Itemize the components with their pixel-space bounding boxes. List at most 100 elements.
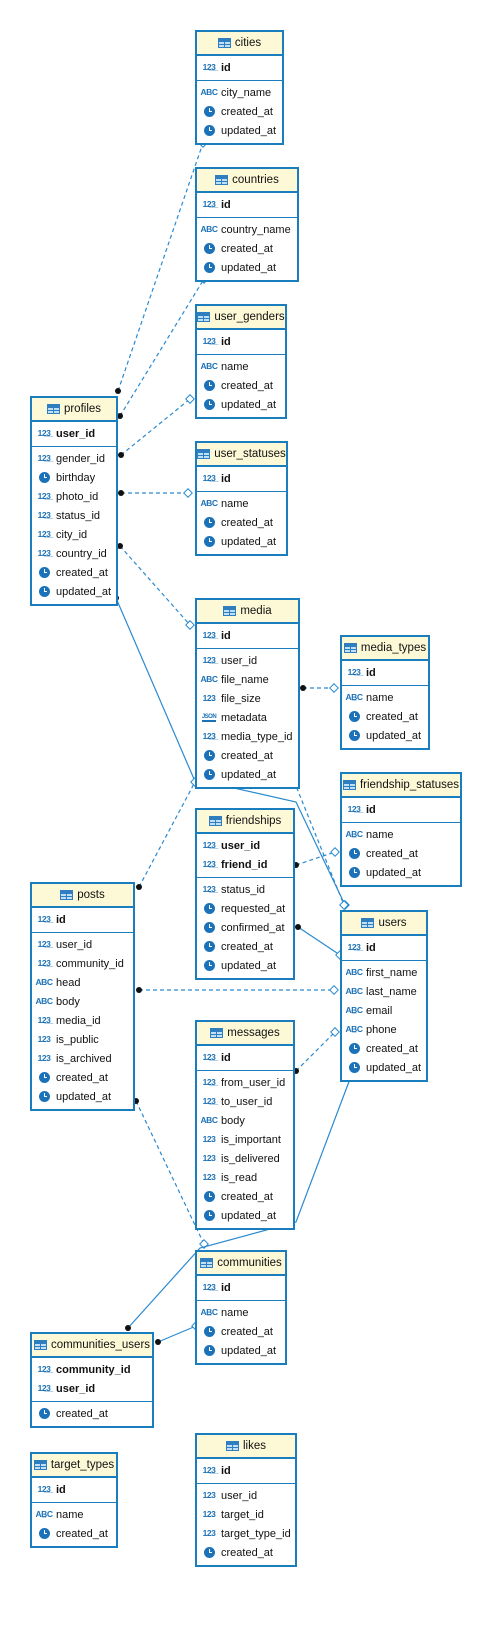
column-row[interactable]: confirmed_at xyxy=(197,918,293,937)
column-row[interactable]: 12̲3̲photo_id xyxy=(32,487,116,506)
column-row[interactable]: updated_at xyxy=(197,956,293,975)
column-row[interactable]: created_at xyxy=(197,1187,293,1206)
column-row[interactable]: updated_at xyxy=(197,258,297,277)
column-row[interactable]: 12̲3̲from_user_id xyxy=(197,1073,293,1092)
column-row[interactable]: updated_at xyxy=(32,582,116,601)
relation-line-profiles-to-cities[interactable] xyxy=(117,142,204,392)
column-row[interactable]: 12̲3̲gender_id xyxy=(32,449,116,468)
relation-line-profiles-to-countries[interactable] xyxy=(119,278,205,417)
column-row[interactable]: updated_at xyxy=(197,1341,285,1360)
column-row[interactable]: updated_at xyxy=(342,1058,426,1077)
column-row[interactable]: created_at xyxy=(197,102,282,121)
relation-line-profiles-to-media[interactable] xyxy=(119,545,191,626)
relation-line-friendships-to-friendship-statuses[interactable] xyxy=(295,851,336,866)
column-row[interactable]: 12̲3̲user_id xyxy=(32,1379,152,1398)
column-row[interactable]: 12̲3̲id xyxy=(197,1278,285,1297)
column-row[interactable]: created_at xyxy=(32,1404,152,1423)
column-row[interactable]: created_at xyxy=(197,1322,285,1341)
column-row[interactable]: 12̲3̲id xyxy=(342,800,460,819)
column-row[interactable]: 12̲3̲id xyxy=(342,938,426,957)
column-row[interactable]: 12̲3̲to_user_id xyxy=(197,1092,293,1111)
column-row[interactable]: updated_at xyxy=(197,532,286,551)
relation-line-messages-to-users[interactable] xyxy=(295,1031,336,1072)
column-row[interactable]: 12̲3̲id xyxy=(197,1048,293,1067)
column-row[interactable]: 12̲3̲user_id xyxy=(197,651,298,670)
column-row[interactable]: updated_at xyxy=(342,863,460,882)
column-row[interactable]: created_at xyxy=(197,746,298,765)
column-row[interactable]: created_at xyxy=(342,844,460,863)
column-row[interactable]: 12̲3̲id xyxy=(197,58,282,77)
column-row[interactable]: 12̲3̲id xyxy=(197,332,285,351)
column-row[interactable]: updated_at xyxy=(197,121,282,140)
column-row[interactable]: 12̲3̲community_id xyxy=(32,1360,152,1379)
column-row[interactable]: birthday xyxy=(32,468,116,487)
relation-line-communities-users-to-users[interactable] xyxy=(127,1070,354,1329)
column-row[interactable]: updated_at xyxy=(197,1206,293,1225)
column-row[interactable]: 12̲3̲id xyxy=(342,663,428,682)
relation-line-friendships-to-users[interactable] xyxy=(297,926,341,956)
column-row[interactable]: created_at xyxy=(197,1543,295,1562)
column-row[interactable]: created_at xyxy=(197,376,285,395)
column-row[interactable]: 12̲3̲id xyxy=(197,626,298,645)
relation-line-profiles-to-users[interactable] xyxy=(115,597,346,906)
column-row[interactable]: 12̲3̲media_type_id xyxy=(197,727,298,746)
column-row[interactable]: 12̲3̲id xyxy=(32,910,133,929)
relation-line-posts-to-media[interactable] xyxy=(138,781,196,888)
column-row[interactable]: created_at xyxy=(32,563,116,582)
column-row[interactable]: 12̲3̲id xyxy=(32,1480,116,1499)
column-row[interactable]: 12̲3̲country_id xyxy=(32,544,116,563)
column-row[interactable]: updated_at xyxy=(197,395,285,414)
relation-line-media-to-users[interactable] xyxy=(293,780,345,906)
column-row[interactable]: requested_at xyxy=(197,899,293,918)
column-row[interactable]: 12̲3̲media_id xyxy=(32,1011,133,1030)
column-row[interactable]: 12̲3̲user_id xyxy=(197,836,293,855)
column-row[interactable]: 12̲3̲status_id xyxy=(197,880,293,899)
column-row[interactable]: created_at xyxy=(197,513,286,532)
column-row[interactable]: 12̲3̲status_id xyxy=(32,506,116,525)
column-row[interactable]: created_at xyxy=(32,1068,133,1087)
column-row[interactable]: 12̲3̲id xyxy=(197,1461,295,1480)
column-row[interactable]: created_at xyxy=(197,239,297,258)
relation-line-profiles-to-user-genders[interactable] xyxy=(120,398,191,456)
relation-line-posts-to-communities[interactable] xyxy=(135,1100,205,1245)
column-row[interactable]: 12̲3̲user_id xyxy=(32,424,116,443)
column-row[interactable]: 12̲3̲id xyxy=(197,469,286,488)
column-row[interactable]: 12̲3̲city_id xyxy=(32,525,116,544)
